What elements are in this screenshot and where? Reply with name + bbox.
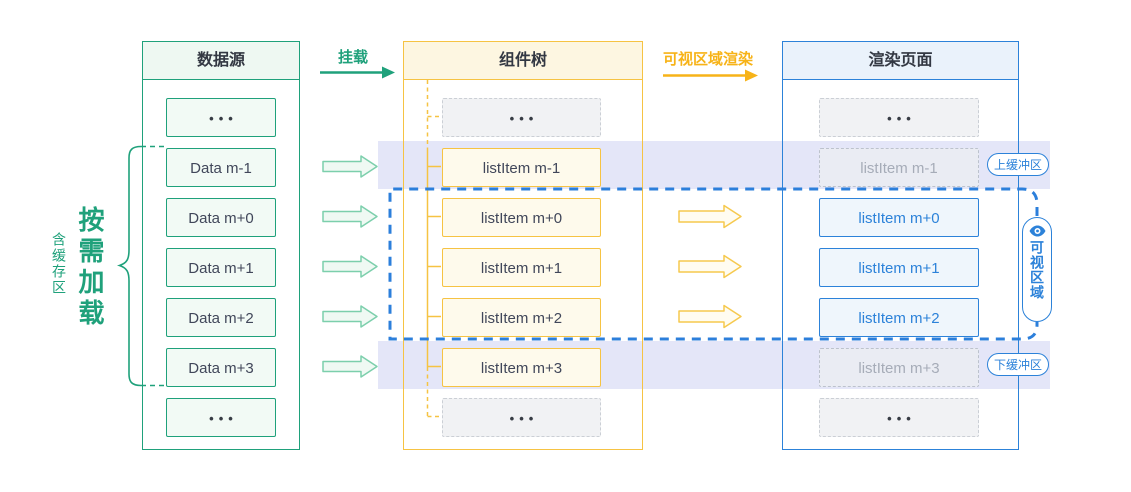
list-item: Data m+0 [166, 198, 276, 237]
list-item: listItem m+0 [819, 198, 979, 237]
list-item: ••• [819, 398, 979, 437]
lazy-load-label: 按需加载 [75, 206, 105, 330]
visible-area-pill: 可视区域 [1022, 217, 1052, 322]
list-item: listItem m-1 [442, 148, 601, 187]
lower-buffer-pill: 下缓冲区 [987, 353, 1049, 376]
list-item: listItem m+2 [819, 298, 979, 337]
visible-area-label: 可视区域 [1029, 240, 1045, 300]
column-component-tree: 组件树 ••• listItem m-1 listItem m+0 listItem … [403, 41, 643, 450]
list-item: listItem m+2 [442, 298, 601, 337]
list-item: ••• [166, 98, 276, 137]
list-item: Data m+1 [166, 248, 276, 287]
list-item: listItem m+1 [442, 248, 601, 287]
list-item: ••• [166, 398, 276, 437]
list-item: listItem m+3 [442, 348, 601, 387]
list-item: ••• [442, 98, 601, 137]
list-item: Data m+2 [166, 298, 276, 337]
column-title: 渲染页面 [783, 42, 1018, 80]
list-item: listItem m+3 [819, 348, 979, 387]
load-block-arrows [322, 155, 378, 378]
list-item: listItem m+1 [819, 248, 979, 287]
render-block-arrows [678, 204, 742, 329]
with-buffer-label: 含缓存区 [51, 232, 67, 296]
list-item: Data m+3 [166, 348, 276, 387]
eye-icon [1029, 225, 1045, 237]
mount-label: 挂载 [337, 49, 368, 66]
render-arrow [663, 69, 758, 82]
list-item: Data m-1 [166, 148, 276, 187]
render-label: 可视区域渲染 [662, 51, 753, 68]
list-item: listItem m+0 [442, 198, 601, 237]
list-item: ••• [442, 398, 601, 437]
upper-buffer-pill: 上缓冲区 [987, 153, 1049, 176]
list-item: listItem m-1 [819, 148, 979, 187]
list-item: ••• [819, 98, 979, 137]
column-title: 组件树 [404, 42, 642, 80]
mount-arrow [320, 66, 395, 79]
column-title: 数据源 [143, 42, 299, 80]
column-render-page: 渲染页面 ••• listItem m-1 listItem m+0 listItem… [782, 41, 1019, 450]
